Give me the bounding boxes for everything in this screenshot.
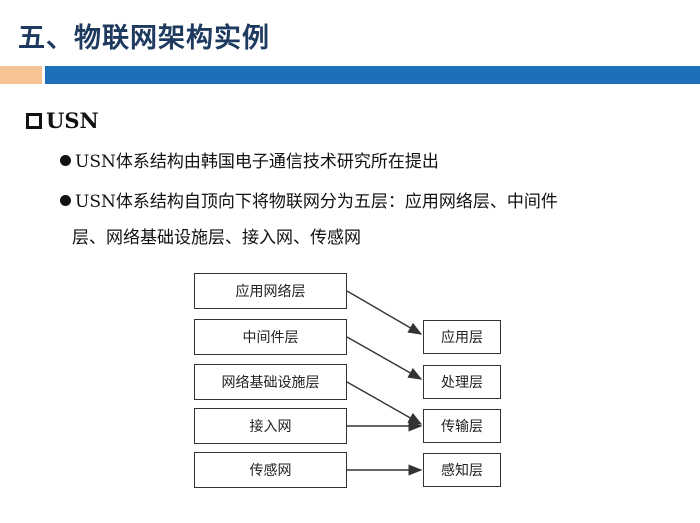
bullet-text-2-continued: 层、网络基础设施层、接入网、传感网 — [72, 228, 361, 248]
arrow-middleware-to-processing — [346, 336, 423, 380]
arrow-network-infrastructure-to-transport — [346, 381, 423, 425]
bullet-dot-icon — [60, 155, 71, 166]
header-bar-orange — [0, 66, 42, 84]
arrow-application-network-to-application — [346, 290, 423, 335]
bullet-item-2: USN体系结构自顶向下将物联网分为五层：应用网络层、中间件 — [60, 186, 640, 218]
bullet-text-1: USN体系结构由韩国电子通信技术研究所在提出 — [75, 152, 439, 172]
layer-box-access-network: 接入网 — [194, 408, 347, 444]
layer-box-transport: 传输层 — [423, 409, 501, 443]
bullet-text-2: USN体系结构自顶向下将物联网分为五层：应用网络层、中间件 — [75, 192, 558, 212]
layer-box-application: 应用层 — [423, 320, 501, 354]
layer-box-sensor-network: 传感网 — [194, 452, 347, 488]
layer-box-application-network: 应用网络层 — [194, 273, 347, 309]
layer-box-network-infrastructure: 网络基础设施层 — [194, 364, 347, 400]
layer-box-middleware: 中间件层 — [194, 319, 347, 355]
section-heading: USN — [26, 108, 99, 133]
layer-box-processing: 处理层 — [423, 365, 501, 399]
section-label: USN — [46, 108, 99, 133]
header-bar-blue — [45, 66, 700, 84]
slide-title: 五、物联网架构实例 — [18, 23, 270, 54]
square-bullet-icon — [26, 112, 42, 129]
bullet-dot-icon — [60, 195, 71, 206]
layer-box-perception: 感知层 — [423, 453, 501, 487]
bullet-item-1: USN体系结构由韩国电子通信技术研究所在提出 — [60, 146, 439, 178]
